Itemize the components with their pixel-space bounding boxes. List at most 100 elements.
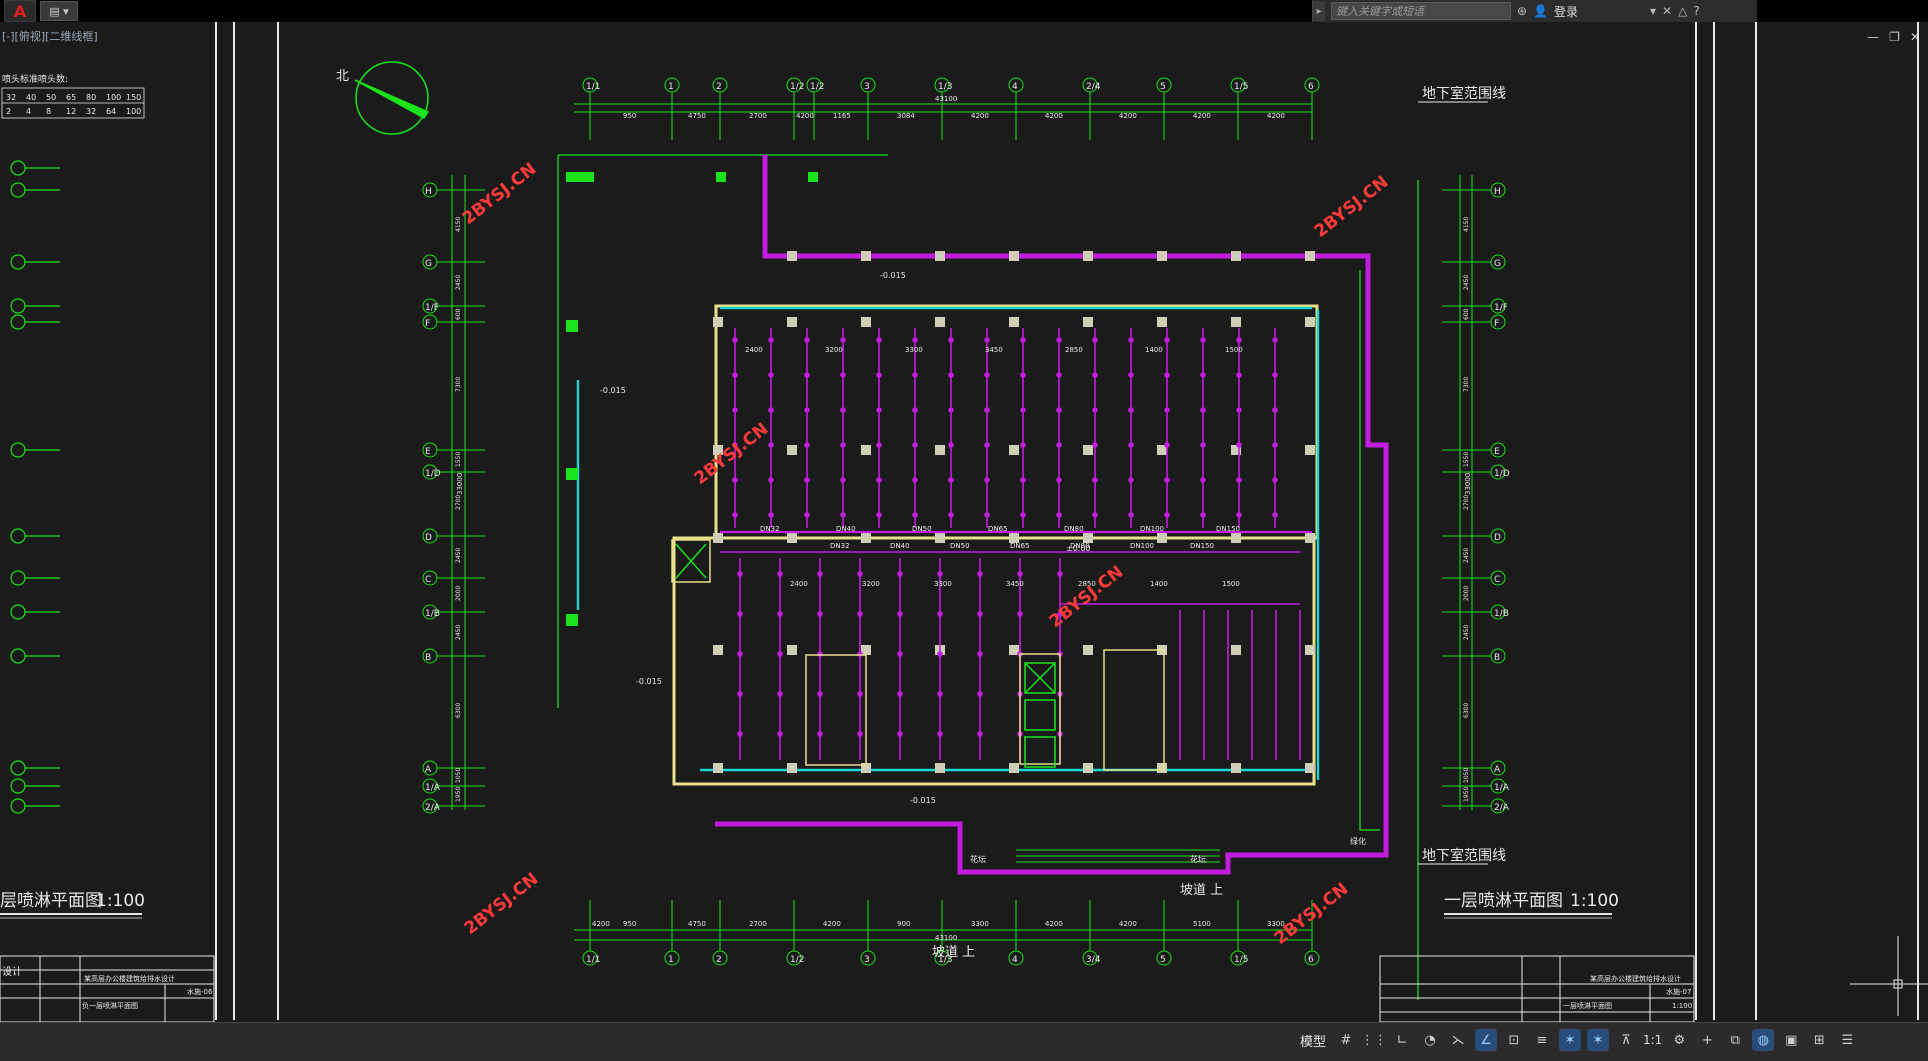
dimension-label: 1950 xyxy=(1463,787,1470,802)
column xyxy=(1305,445,1315,455)
column xyxy=(1231,317,1241,327)
grid-label: 1/B xyxy=(1494,609,1509,619)
column xyxy=(1157,533,1167,543)
expand-arrow-icon[interactable]: ▸ xyxy=(1313,1,1325,21)
sprinkler-head xyxy=(1200,512,1206,518)
watermark: 2BYSJ.CN xyxy=(461,869,543,939)
application-menu-icon[interactable]: A xyxy=(4,0,36,22)
status-tools: # ⋮⋮ ∟ ◔ ⋋ ∠ ⊡ ≡ ✶ ✶ ⊼ 1:1 ⚙ + ⧉ ◍ ▣ ⊞ ☰ xyxy=(1335,1029,1858,1051)
sprinkler-head xyxy=(912,407,918,413)
model-tab[interactable]: 模型 xyxy=(1300,1035,1327,1050)
snap-icon[interactable]: ⋮⋮ xyxy=(1361,1032,1387,1048)
sprinkler-head xyxy=(948,477,954,483)
sprinkler-head xyxy=(912,337,918,343)
ucs-icon[interactable]: ⊡ xyxy=(1508,1032,1520,1048)
sprinkler-head xyxy=(1056,407,1062,413)
legend-cell: 65 xyxy=(66,93,76,102)
pipe-label: DN32 xyxy=(830,542,850,550)
column xyxy=(1083,533,1093,543)
sprinkler-head xyxy=(937,651,943,657)
dimension-total: 33000 xyxy=(456,473,464,495)
dropdown-icon[interactable]: ▾ xyxy=(1650,4,1657,18)
legend-cell: 80 xyxy=(86,93,96,102)
sprinkler-head xyxy=(937,731,943,737)
dimension-label: 2450 xyxy=(1463,275,1470,290)
column xyxy=(1083,445,1093,455)
dimension-label: 4750 xyxy=(688,112,706,120)
main-tb-project: 某高层办公楼建筑给排水设计 xyxy=(1590,974,1681,983)
sprinkler-head xyxy=(1020,372,1026,378)
sprinkler-head xyxy=(1092,407,1098,413)
main-title-block xyxy=(1379,955,1695,1022)
sprinkler-head xyxy=(984,337,990,343)
sprinkler-head xyxy=(1236,407,1242,413)
annotation-scale-icon[interactable]: ⊼ xyxy=(1621,1032,1631,1048)
column xyxy=(1009,445,1019,455)
hardware-accel-icon[interactable]: ▣ xyxy=(1785,1032,1798,1048)
grid-label: 1/2 xyxy=(790,955,804,965)
help-icon[interactable]: ? xyxy=(1693,4,1700,18)
sprinkler-head xyxy=(912,372,918,378)
gear-icon[interactable]: ⚙ xyxy=(1673,1032,1686,1048)
sprinkler-head xyxy=(732,477,738,483)
planter-label-1: 花坛 xyxy=(970,854,986,864)
sprinkler-head xyxy=(737,691,743,697)
customize-icon[interactable]: ☰ xyxy=(1841,1032,1854,1048)
annotation-icon[interactable]: ✶ xyxy=(1559,1029,1581,1051)
app-store-icon[interactable]: △ xyxy=(1678,4,1688,18)
isolate-icon[interactable]: ◍ xyxy=(1752,1029,1775,1051)
legend-cell: 100 xyxy=(126,107,141,116)
sprinkler-head xyxy=(1272,477,1278,483)
column xyxy=(1157,445,1167,455)
grid-label: 3 xyxy=(864,82,870,92)
column xyxy=(1231,763,1241,773)
close-icon[interactable]: ✕ xyxy=(1909,30,1920,44)
grid-label: D xyxy=(425,533,432,543)
sprinkler-head xyxy=(1236,477,1242,483)
sprinkler-head xyxy=(768,407,774,413)
lineweight-icon[interactable]: ≡ xyxy=(1536,1032,1548,1048)
viewport-label[interactable]: [-][俯视][二维线框] xyxy=(2,30,98,43)
main-title-scale: 1:100 xyxy=(1570,891,1619,911)
polar-icon[interactable]: ◔ xyxy=(1424,1032,1436,1048)
pipe-label: DN150 xyxy=(1190,542,1214,550)
exchange-icon[interactable]: ✕ xyxy=(1662,4,1673,18)
sprinkler-head xyxy=(817,731,823,737)
sprinkler-head xyxy=(804,372,810,378)
grid-label: 1/5 xyxy=(1234,82,1248,92)
sprinkler-head xyxy=(1272,337,1278,343)
grid-label: 6 xyxy=(1308,82,1314,92)
clean-screen-icon[interactable]: ⊞ xyxy=(1813,1032,1825,1048)
sprinkler-head xyxy=(984,477,990,483)
column xyxy=(713,533,723,543)
plus-icon[interactable]: + xyxy=(1701,1032,1713,1048)
sprinkler-head xyxy=(1056,512,1062,518)
dimension-label: 1550 xyxy=(455,452,462,467)
sprinkler-system: DN32DN32DN40DN40DN50DN50DN65DN65DN80DN80… xyxy=(720,328,1312,760)
grid-icon[interactable]: # xyxy=(1340,1032,1352,1048)
sprinkler-head xyxy=(857,611,863,617)
login-button[interactable]: 登录 xyxy=(1554,4,1579,19)
legend-title: 喷头标准喷头数: xyxy=(2,73,68,85)
autoscale-icon[interactable]: ✶ xyxy=(1587,1029,1609,1051)
search-input[interactable]: 键入关键字或短语 xyxy=(1331,2,1511,20)
dimension-label: 3450 xyxy=(985,346,1003,354)
sprinkler-head xyxy=(737,651,743,657)
sprinkler-head xyxy=(840,477,846,483)
minimize-icon[interactable]: — xyxy=(1867,30,1880,44)
otrack-icon[interactable]: ∠ xyxy=(1475,1029,1497,1051)
pipe-label: DN50 xyxy=(912,525,932,533)
quick-access-dropdown[interactable]: ▤ ▾ xyxy=(40,1,78,21)
quick-properties-icon[interactable]: ⧉ xyxy=(1730,1032,1740,1048)
osnap-icon[interactable]: ⋋ xyxy=(1451,1032,1465,1048)
legend-cell: 50 xyxy=(46,93,56,102)
annotation-scale[interactable]: 1:1 xyxy=(1643,1033,1663,1047)
binoculars-icon[interactable]: ⊕ xyxy=(1517,4,1528,18)
legend-cell: 100 xyxy=(106,93,121,102)
ortho-icon[interactable]: ∟ xyxy=(1396,1032,1408,1048)
column xyxy=(861,251,871,261)
restore-icon[interactable]: ❐ xyxy=(1889,30,1900,44)
